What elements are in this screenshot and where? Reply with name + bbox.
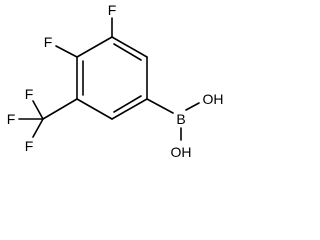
atom-labels: F F F F F B OH OH xyxy=(7,2,224,160)
atom-label-oh-top: OH xyxy=(203,91,224,107)
ring-bond-c4-c5 xyxy=(76,98,113,120)
ring-bond-c6-c1 xyxy=(76,36,113,58)
benzene-ring xyxy=(76,36,148,120)
bond-boron-oh-top xyxy=(185,102,200,111)
bond-c5-cf3 xyxy=(42,98,78,120)
atom-label-f-left: F xyxy=(44,34,53,50)
atom-label-cf3-f-top: F xyxy=(25,86,34,102)
bond-cf3-f-bottom xyxy=(32,118,44,138)
atom-label-f-top: F xyxy=(108,2,117,18)
ring-double-bond-c1-c2 xyxy=(113,43,142,61)
bond-c6-f-left xyxy=(55,45,78,58)
substituent-bonds xyxy=(18,17,200,141)
ring-double-bond-c3-c4 xyxy=(113,95,142,113)
ring-bond-c3-c4 xyxy=(111,98,148,120)
atom-label-cf3-f-bottom: F xyxy=(25,138,34,154)
chemical-structure-diagram: F F F F F B OH OH xyxy=(7,2,224,160)
atom-label-cf3-f-left: F xyxy=(7,111,16,127)
bond-cf3-f-top xyxy=(32,100,44,120)
atom-label-boron: B xyxy=(176,111,185,127)
ring-bond-c1-c2 xyxy=(111,36,148,58)
bond-c3-boron xyxy=(146,98,174,114)
atom-label-oh-bottom: OH xyxy=(171,144,192,160)
